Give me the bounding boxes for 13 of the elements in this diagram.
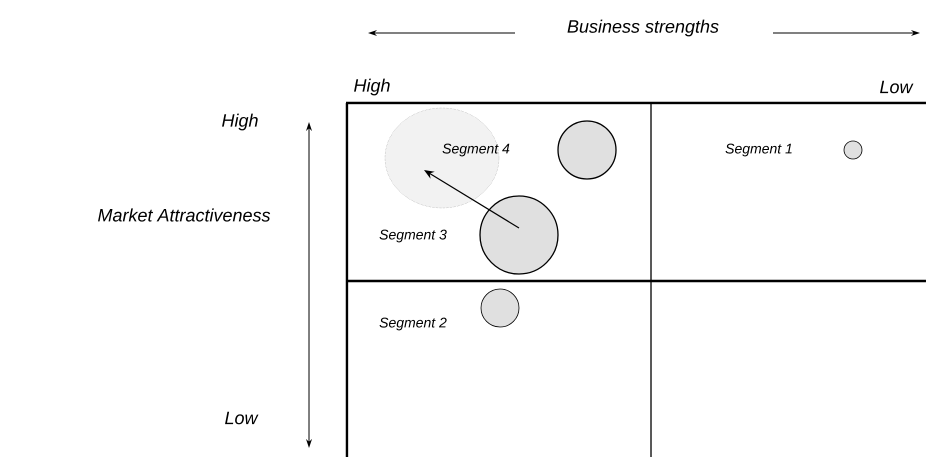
axis-title: Market Attractiveness bbox=[98, 208, 270, 222]
segment-label: Segment 1 bbox=[726, 144, 792, 156]
segment-bubble bbox=[844, 140, 862, 160]
axis-label: High bbox=[354, 78, 390, 96]
segment-bubble bbox=[557, 120, 617, 180]
axis-label: Low bbox=[225, 412, 258, 424]
segment-label: Segment 3 bbox=[380, 230, 447, 242]
segment-bubble bbox=[480, 288, 520, 328]
segment-bubble bbox=[479, 195, 559, 275]
segment-label: Segment 2 bbox=[380, 318, 447, 330]
axis-label: High bbox=[222, 114, 258, 130]
axis-label: Low bbox=[880, 80, 914, 94]
axis-title: Business strengths bbox=[568, 20, 719, 36]
